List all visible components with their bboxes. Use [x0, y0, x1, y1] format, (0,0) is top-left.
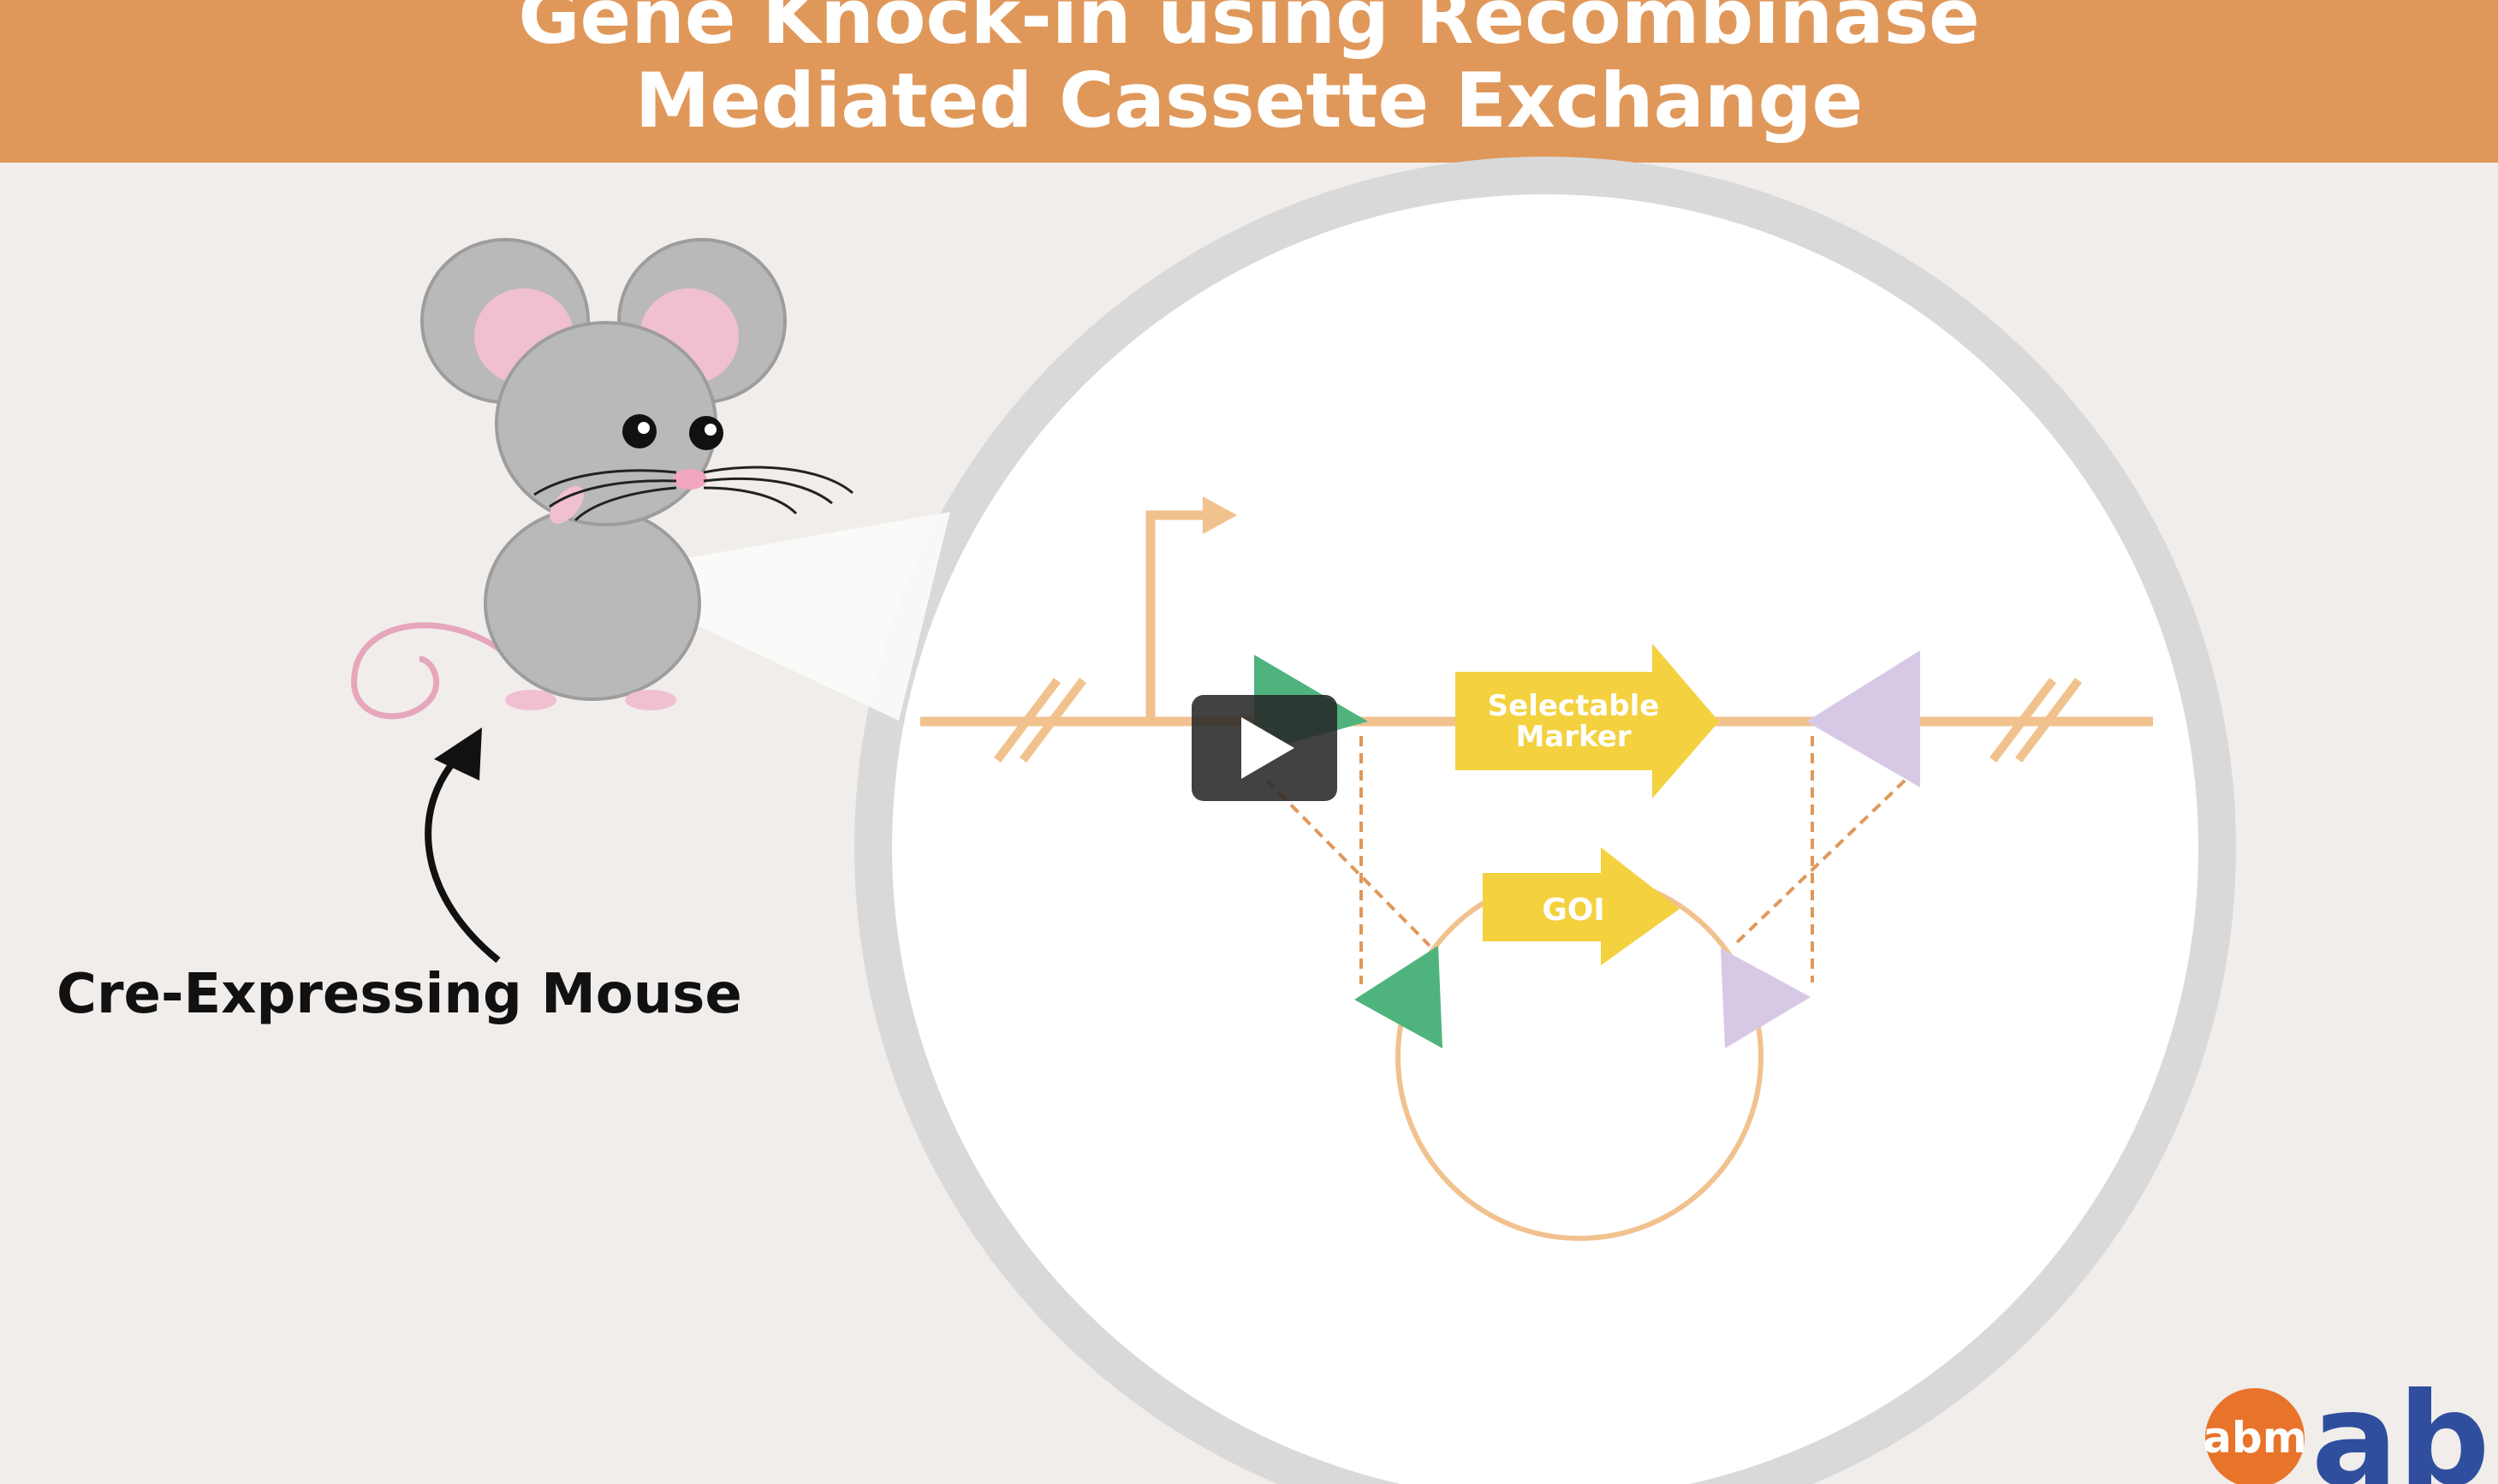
page-title-line-1: Gene Knock-in using Recombinase: [518, 0, 1980, 61]
selectable-marker-label-line1: Selectable: [1488, 689, 1660, 723]
arrow-to-mouse: [425, 741, 501, 964]
break-mark-left: [994, 677, 1086, 763]
break-mark-right: [1989, 677, 2082, 763]
play-button[interactable]: [1192, 695, 1337, 801]
mouse-caption: Cre-Expressing Mouse: [57, 963, 742, 1026]
recombination-lines: [1265, 736, 1906, 984]
abm-logo-letters: ab: [2311, 1366, 2490, 1484]
mouse-foot-left: [505, 690, 556, 710]
goi-cassette: [1483, 847, 1680, 965]
lox-site-purple-donor: [1721, 948, 1811, 1048]
promoter-arrow-icon: [1145, 496, 1237, 721]
lox-site-green-donor: [1354, 946, 1442, 1048]
mouse-whiskers: [533, 466, 853, 522]
goi-label: GOI: [1542, 893, 1605, 928]
title-banner: Gene Knock-in using Recombinase Mediated…: [0, 0, 2498, 163]
abm-logo-text: abm: [2203, 1413, 2307, 1463]
mouse-nose: [673, 469, 707, 490]
mouse-head: [495, 321, 717, 526]
magnifier-circle: [854, 157, 2236, 1484]
selectable-marker-cassette: [1455, 644, 1719, 798]
mouse-paw: [550, 486, 584, 524]
selectable-marker-label-line2: Marker: [1515, 720, 1631, 754]
mouse-foot-right: [625, 690, 676, 710]
mouse-illustration: [351, 238, 853, 720]
play-icon: [1241, 717, 1294, 779]
abm-logo: abm ab: [2203, 1366, 2490, 1484]
mouse-tail: [351, 622, 514, 720]
arrow-head: [434, 727, 482, 781]
abm-logo-ball: [2205, 1388, 2305, 1484]
lox-site-purple-genomic: [1806, 650, 1920, 787]
page-title-line-2: Mediated Cassette Exchange: [634, 56, 1864, 145]
mouse-body: [484, 506, 701, 701]
